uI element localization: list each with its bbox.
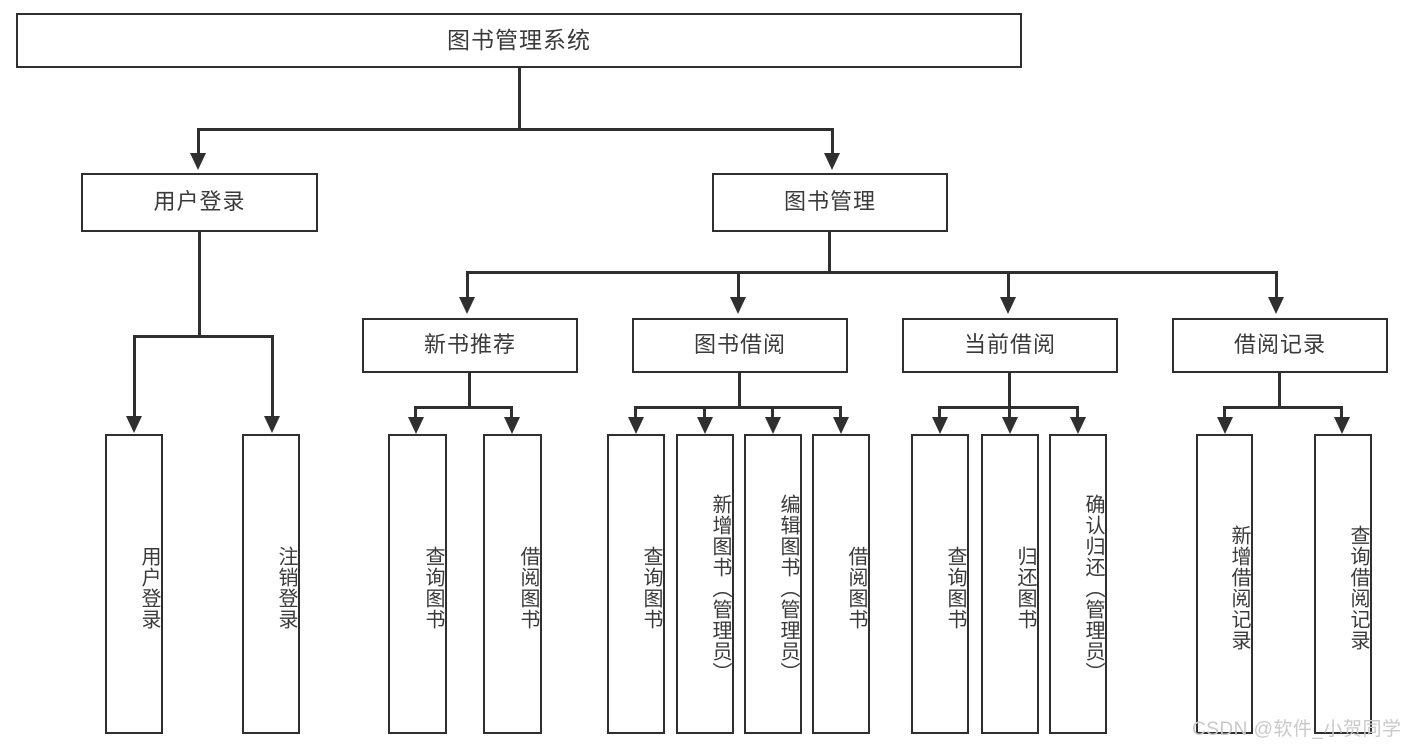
arrow-new-book-to-leaf-2 xyxy=(504,417,520,434)
arrow-book-borrow-to-leaf-4 xyxy=(833,417,849,434)
connector-new-book-to-leaf-2 xyxy=(510,406,513,420)
leaf-query-book-1-label: 查询图书 xyxy=(422,546,444,630)
arrow-borrow-record-to-leaf-1 xyxy=(1217,417,1233,434)
arrow-bm-to-new-book xyxy=(459,297,475,314)
leaf-user-login[interactable]: 用户登录 xyxy=(105,434,163,734)
leaf-return-book-label: 归还图书 xyxy=(1014,546,1036,630)
leaf-logout-login-label: 注销登录 xyxy=(275,546,297,630)
connector-borrow-record-fan-bar xyxy=(1223,406,1343,409)
connector-bm-to-new-book xyxy=(466,271,469,299)
leaf-query-book-2-label: 查询图书 xyxy=(640,546,662,630)
connector-book-borrow-to-leaf-2 xyxy=(703,406,706,420)
leaf-query-record[interactable]: 查询借阅记录 xyxy=(1314,434,1372,734)
leaf-return-book[interactable]: 归还图书 xyxy=(981,434,1039,734)
leaf-confirm-return-label: 确认归还（管理员） xyxy=(1082,493,1104,683)
node-user-login[interactable]: 用户登录 xyxy=(81,173,318,232)
connector-new-book-to-leaf-1 xyxy=(414,406,417,420)
leaf-query-record-label: 查询借阅记录 xyxy=(1347,525,1369,651)
arrow-bm-to-book-borrow xyxy=(730,297,746,314)
connector-book-borrow-fan-bar xyxy=(634,406,841,409)
connector-user-login-to-leaf-2 xyxy=(271,335,274,418)
node-current-borrow[interactable]: 当前借阅 xyxy=(902,318,1118,373)
connector-borrow-record-stem xyxy=(1278,373,1281,409)
connector-bm-to-book-borrow xyxy=(737,271,740,299)
connector-current-borrow-stem xyxy=(1008,373,1011,409)
connector-root-stem xyxy=(518,68,521,128)
node-root-system[interactable]: 图书管理系统 xyxy=(16,13,1022,68)
arrow-user-login-to-leaf-2 xyxy=(264,416,280,433)
connector-root-to-book-management xyxy=(831,128,834,155)
leaf-user-login-label: 用户登录 xyxy=(138,546,160,630)
leaf-edit-book-label: 编辑图书（管理员） xyxy=(777,493,799,683)
leaf-query-book-3[interactable]: 查询图书 xyxy=(911,434,969,734)
arrow-bm-to-borrow-record xyxy=(1268,297,1284,314)
connector-user-login-fan-bar xyxy=(133,335,274,338)
arrow-book-borrow-to-leaf-2 xyxy=(697,417,713,434)
connector-root-to-user-login xyxy=(197,128,200,155)
node-book-borrow[interactable]: 图书借阅 xyxy=(632,318,848,373)
connector-current-borrow-to-leaf-1 xyxy=(938,406,941,420)
leaf-borrow-book-1[interactable]: 借阅图书 xyxy=(483,434,542,734)
connector-borrow-record-to-leaf-1 xyxy=(1223,406,1226,420)
node-borrow-record[interactable]: 借阅记录 xyxy=(1172,318,1388,373)
leaf-borrow-book-2-label: 借阅图书 xyxy=(845,546,867,630)
arrow-new-book-to-leaf-1 xyxy=(408,417,424,434)
leaf-add-record-label: 新增借阅记录 xyxy=(1228,525,1250,651)
connector-new-book-stem xyxy=(468,373,471,409)
leaf-query-book-2[interactable]: 查询图书 xyxy=(607,434,665,734)
leaf-add-book[interactable]: 新增图书（管理员） xyxy=(676,434,734,734)
leaf-logout-login[interactable]: 注销登录 xyxy=(242,434,300,734)
connector-book-borrow-to-leaf-4 xyxy=(839,406,842,420)
arrow-book-borrow-to-leaf-1 xyxy=(628,417,644,434)
connector-book-borrow-stem xyxy=(738,373,741,409)
leaf-add-record[interactable]: 新增借阅记录 xyxy=(1196,434,1253,734)
arrow-borrow-record-to-leaf-2 xyxy=(1334,417,1350,434)
connector-book-management-stem xyxy=(828,232,831,273)
arrow-user-login-to-leaf-1 xyxy=(126,416,142,433)
arrow-current-borrow-to-leaf-1 xyxy=(932,417,948,434)
leaf-add-book-label: 新增图书（管理员） xyxy=(709,493,731,683)
connector-book-management-fan-bar xyxy=(466,271,1278,274)
leaf-query-book-3-label: 查询图书 xyxy=(944,546,966,630)
arrow-root-to-user-login xyxy=(190,153,206,170)
node-new-book-recommend[interactable]: 新书推荐 xyxy=(362,318,578,373)
connector-book-borrow-to-leaf-3 xyxy=(771,406,774,420)
arrow-book-borrow-to-leaf-3 xyxy=(765,417,781,434)
connector-book-borrow-to-leaf-1 xyxy=(634,406,637,420)
leaf-borrow-book-1-label: 借阅图书 xyxy=(517,546,539,630)
leaf-edit-book[interactable]: 编辑图书（管理员） xyxy=(744,434,802,734)
connector-bm-to-current-borrow xyxy=(1007,271,1010,299)
arrow-current-borrow-to-leaf-3 xyxy=(1070,417,1086,434)
leaf-borrow-book-2[interactable]: 借阅图书 xyxy=(812,434,870,734)
connector-current-borrow-to-leaf-3 xyxy=(1076,406,1079,420)
connector-user-login-stem xyxy=(198,232,201,335)
connector-borrow-record-to-leaf-2 xyxy=(1340,406,1343,420)
connector-bm-to-borrow-record xyxy=(1275,271,1278,299)
connector-root-fan-bar xyxy=(197,128,834,131)
connector-user-login-to-leaf-1 xyxy=(133,335,136,418)
arrow-root-to-book-management xyxy=(824,153,840,170)
connector-new-book-fan-bar xyxy=(414,406,513,409)
node-book-management[interactable]: 图书管理 xyxy=(712,173,948,232)
arrow-bm-to-current-borrow xyxy=(1000,297,1016,314)
leaf-query-book-1[interactable]: 查询图书 xyxy=(388,434,447,734)
connector-current-borrow-to-leaf-2 xyxy=(1008,406,1011,420)
leaf-confirm-return[interactable]: 确认归还（管理员） xyxy=(1049,434,1107,734)
arrow-current-borrow-to-leaf-2 xyxy=(1002,417,1018,434)
